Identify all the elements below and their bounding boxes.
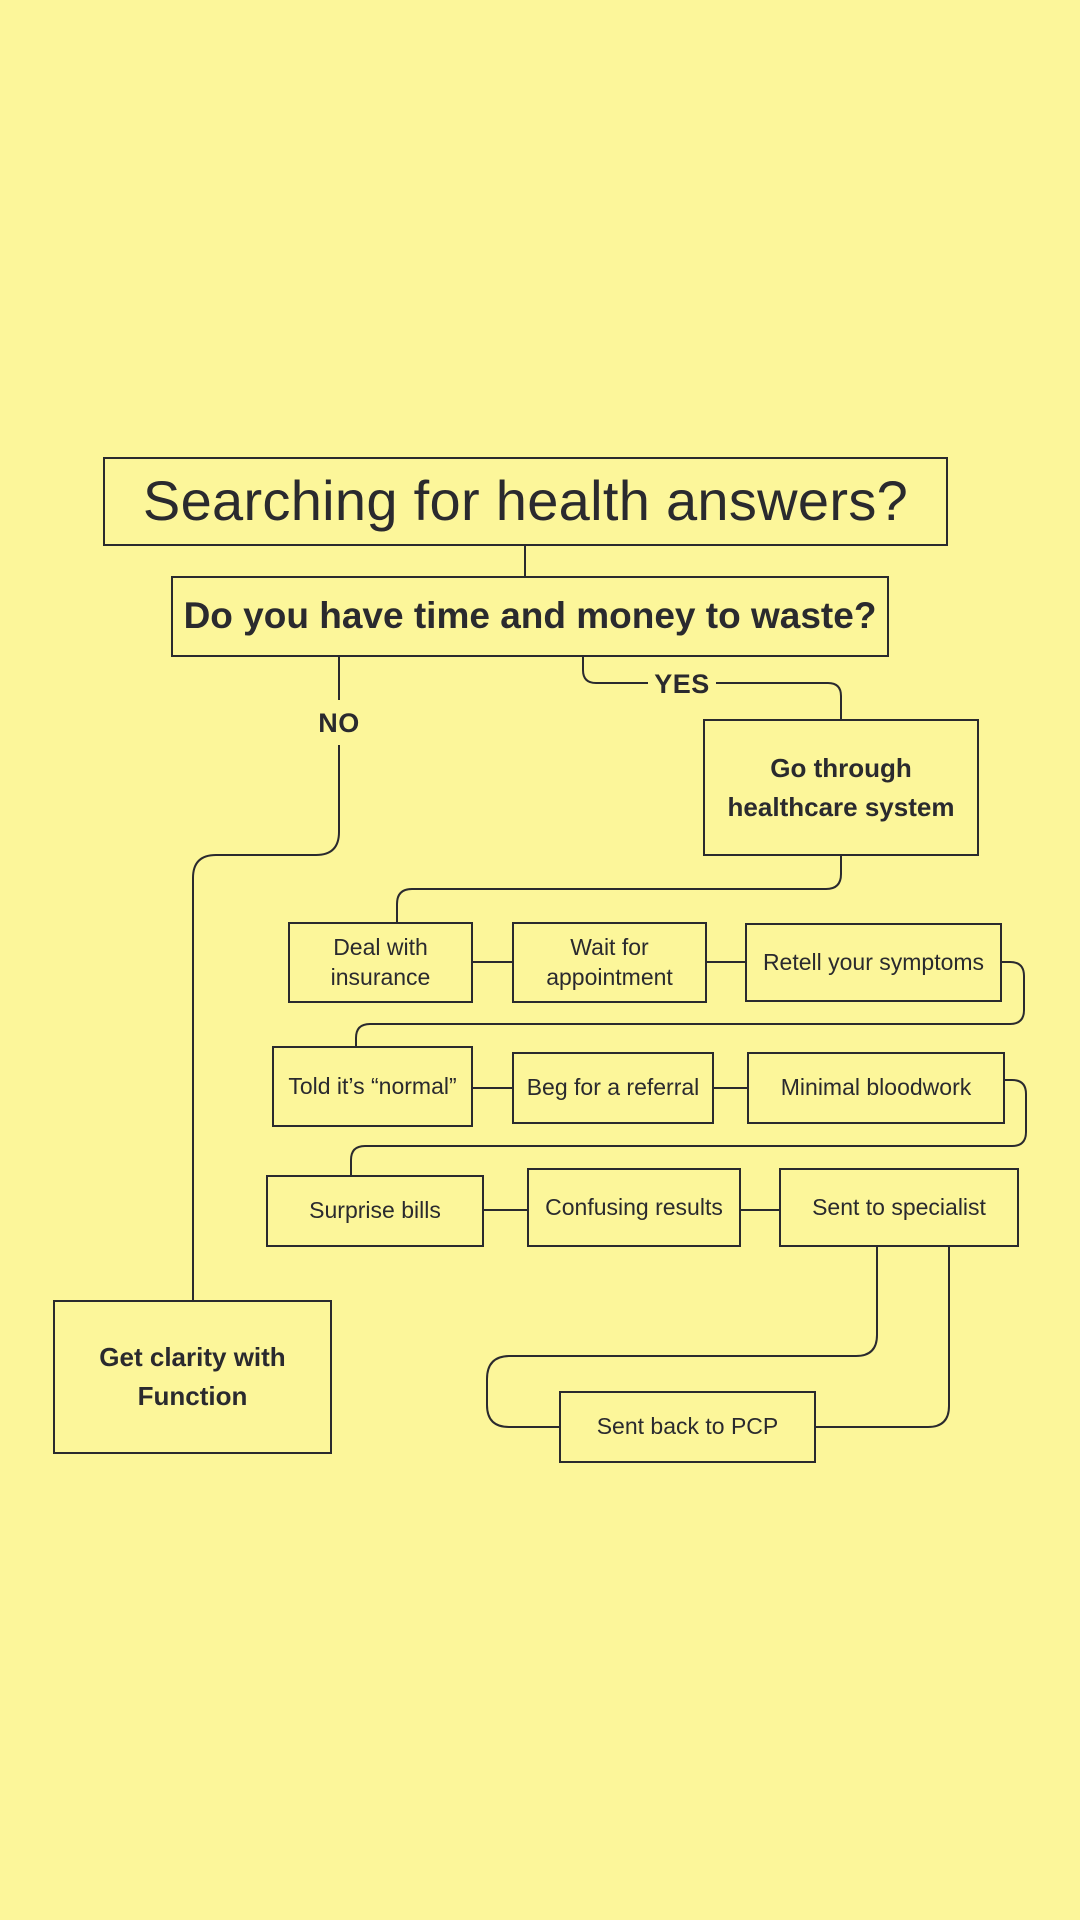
step-text: Deal with insurance: [330, 933, 431, 990]
connector-row1-row2: [355, 961, 1025, 1046]
step-sent-to-specialist: Sent to specialist: [779, 1168, 1019, 1247]
step-told-normal: Told it’s “normal”: [272, 1046, 473, 1127]
connector-healthcare-row1: [396, 856, 842, 922]
question-text: Do you have time and money to waste?: [183, 595, 877, 637]
connector-pcp-specialist: [816, 1247, 950, 1428]
step-text: Surprise bills: [309, 1197, 441, 1224]
step-text: Retell your symptoms: [762, 948, 985, 975]
healthcare-system-text: Go through healthcare system: [727, 752, 955, 822]
connector-row2-row3: [350, 1079, 1027, 1175]
step-confusing-results: Confusing results: [527, 1168, 741, 1247]
step-insurance: Deal with insurance: [288, 922, 473, 1003]
function-text: Get clarity with Function: [99, 1342, 286, 1411]
page-title: Searching for health answers?: [142, 469, 909, 533]
connector-yes-healthcare: [716, 682, 842, 719]
step-surprise-bills: Surprise bills: [266, 1175, 484, 1247]
title-box: Searching for health answers?: [103, 457, 948, 546]
step-minimal-bloodwork: Minimal bloodwork: [747, 1052, 1005, 1124]
connector-question-yes: [582, 657, 648, 684]
step-text: Wait for appointment: [546, 933, 673, 990]
step-retell-symptoms: Retell your symptoms: [745, 923, 1002, 1002]
step-text: Beg for a referral: [526, 1074, 700, 1101]
yes-label: YES: [648, 667, 716, 701]
connector-no-function: [192, 745, 340, 1300]
step-appointment: Wait for appointment: [512, 922, 707, 1003]
healthcare-system-box: Go through healthcare system: [703, 719, 979, 856]
step-beg-referral: Beg for a referral: [512, 1052, 714, 1124]
connector-specialist-loop: [486, 1247, 878, 1428]
step-text: Sent to specialist: [812, 1193, 986, 1220]
question-box: Do you have time and money to waste?: [171, 576, 889, 657]
step-text: Confusing results: [545, 1193, 723, 1220]
step-text: Told it’s “normal”: [288, 1072, 457, 1099]
step-sent-back-pcp: Sent back to PCP: [559, 1391, 816, 1463]
step-text: Sent back to PCP: [596, 1413, 779, 1440]
function-box: Get clarity with Function: [53, 1300, 332, 1454]
step-text: Minimal bloodwork: [780, 1074, 972, 1101]
no-label: NO: [310, 704, 368, 742]
